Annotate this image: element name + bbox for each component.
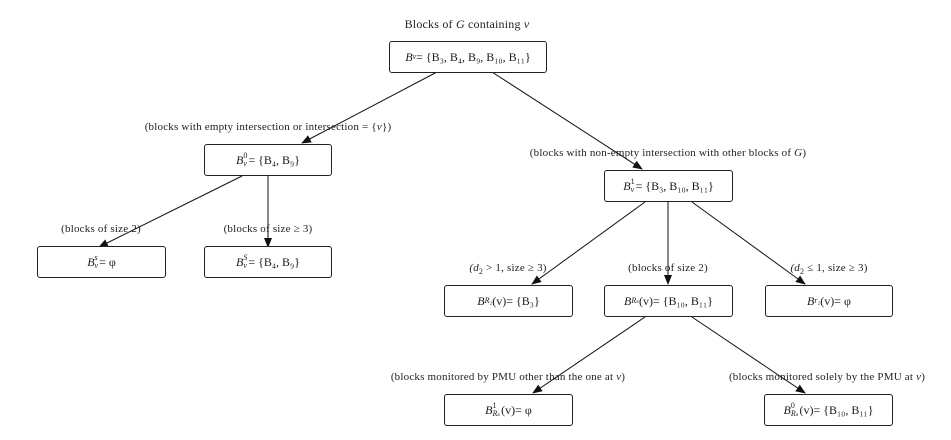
- label-bR2: (d2 > 1, size ≥ 3): [469, 262, 547, 277]
- math-B: B: [235, 152, 244, 167]
- label-v: v: [916, 371, 922, 383]
- math-sub: v: [94, 261, 99, 270]
- diagram-title: Blocks of G containing v: [405, 17, 530, 32]
- math-set: = {B₁₀, B₁₁}: [813, 402, 874, 417]
- math-sup: 0: [243, 151, 248, 160]
- label-bv0: (blocks with empty intersection or inter…: [145, 121, 392, 133]
- label-bRs: (blocks of size 2): [628, 262, 708, 274]
- math-sup: S: [243, 253, 248, 262]
- label-bvs: (blocks of size 2): [61, 223, 141, 235]
- edge-root-bv1: [491, 71, 643, 170]
- math-set: = φ: [515, 402, 532, 417]
- edge-bRs-bRs0: [691, 316, 806, 394]
- label-d-sub: 2: [800, 267, 805, 277]
- label-text: (blocks with non-empty intersection with…: [529, 147, 795, 159]
- label-text-end: }): [381, 121, 392, 133]
- math-arg: (v): [638, 293, 653, 308]
- math-sub: Rₛ: [492, 409, 501, 418]
- label-bvS: (blocks of size ≥ 3): [223, 223, 313, 235]
- label-v: v: [616, 371, 622, 383]
- label-bRs0: (blocks monitored solely by the PMU at v…: [729, 371, 925, 383]
- label-text-end: ): [802, 147, 807, 159]
- label-text-end: ): [621, 371, 626, 383]
- math-B: B: [405, 49, 413, 64]
- math-B: B: [624, 293, 632, 308]
- math-B: B: [807, 293, 815, 308]
- label-text-end: ): [921, 371, 926, 383]
- label-text: (blocks monitored by PMU other than the …: [390, 371, 617, 383]
- math-B: B: [623, 178, 631, 193]
- label-v: v: [376, 121, 382, 133]
- edge-root-bv0: [301, 71, 438, 144]
- math-set: = {B₄, B₉}: [248, 254, 300, 269]
- edge-bv1-bR2: [531, 201, 646, 285]
- math-set: = {B₃, B₄, B₉, B₁₀, B₁₁}: [416, 49, 531, 64]
- math-set: = φ: [99, 254, 116, 269]
- math-sub: v: [630, 185, 635, 194]
- edge-bv0-bvs: [98, 175, 243, 248]
- math-sup: s: [94, 253, 98, 262]
- math-sub: v: [243, 159, 247, 168]
- math-B: B: [235, 254, 244, 269]
- title-mid: containing: [464, 17, 524, 31]
- label-d: (d: [469, 262, 479, 274]
- math-arg: (v): [799, 402, 814, 417]
- label-bv1: (blocks with non-empty intersection with…: [530, 147, 806, 159]
- math-sub: v: [243, 261, 247, 270]
- math-sub: Rₛ: [790, 409, 799, 418]
- label-g: G: [794, 147, 803, 159]
- math-sup: 0: [790, 401, 795, 410]
- label-text: (blocks with empty intersection or inter…: [144, 121, 377, 133]
- title-text: Blocks of: [404, 17, 456, 31]
- math-B: B: [87, 254, 95, 269]
- label-text: ≤ 1, size ≥ 3): [804, 262, 868, 274]
- label-text: (blocks monitored solely by the PMU at: [728, 371, 917, 383]
- math-sup: 1: [492, 401, 497, 410]
- math-set: = {B₄, B₉}: [248, 152, 300, 167]
- title-v: v: [523, 17, 530, 31]
- label-text: > 1, size ≥ 3): [483, 262, 547, 274]
- label-bRs1: (blocks monitored by PMU other than the …: [391, 371, 625, 383]
- math-B: B: [783, 402, 791, 417]
- edge-bv1-br2: [691, 201, 806, 285]
- title-g: G: [455, 17, 465, 31]
- math-set: = φ: [834, 293, 851, 308]
- math-set: = {B₁₀, B₁₁}: [652, 293, 713, 308]
- math-arg: (v): [492, 293, 507, 308]
- label-d: (d: [790, 262, 801, 274]
- math-set: = {B₃, B₁₀, B₁₁}: [635, 178, 714, 193]
- math-B: B: [485, 402, 493, 417]
- math-arg: (v): [501, 402, 516, 417]
- label-br2: (d2 ≤ 1, size ≥ 3): [790, 262, 868, 277]
- edge-bRs-bRs1: [532, 316, 646, 394]
- math-B: B: [477, 293, 485, 308]
- label-d-sub: 2: [478, 267, 484, 277]
- math-set: = {B₃}: [506, 293, 540, 308]
- math-arg: (v): [820, 293, 835, 308]
- math-sup: 1: [630, 177, 635, 186]
